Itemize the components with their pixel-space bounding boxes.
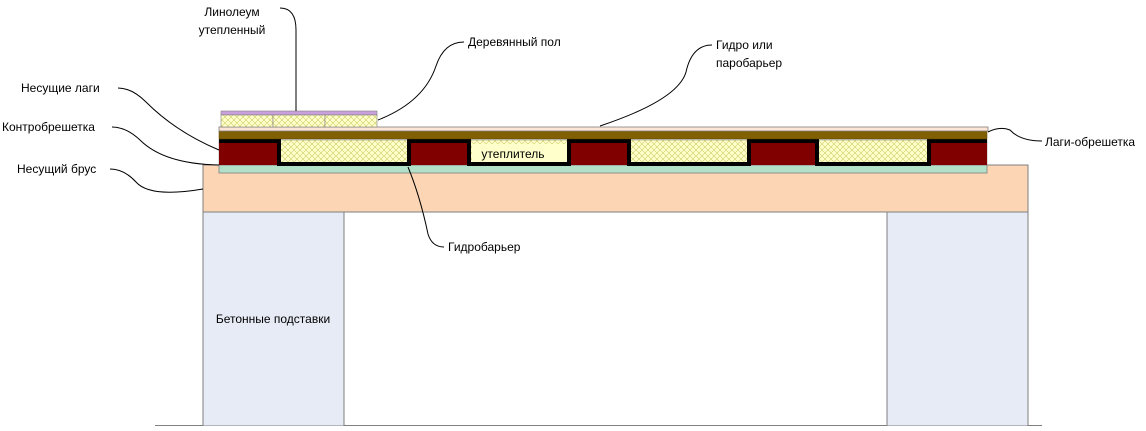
- bearing-joists-label: Несущие лаги: [21, 81, 100, 95]
- hydrobarrier-line: [219, 139, 987, 166]
- leader-wooden-floor: [377, 41, 465, 121]
- insulation-label: утеплитель: [481, 147, 544, 161]
- concrete-supports-label: Бетонные подставки: [216, 312, 330, 326]
- leader-bearing-joists: [117, 87, 220, 151]
- wooden-floor-label: Деревянный пол: [468, 35, 561, 49]
- brown-layer: [218, 130, 988, 140]
- linoleum-top: [220, 110, 378, 116]
- leader-counter-lathing: [111, 126, 220, 166]
- leader-bearing-beam: [109, 168, 204, 193]
- linoleum-tile: [324, 114, 378, 128]
- linoleum-tile: [220, 114, 274, 128]
- hydrobarrier-label: Гидробарьер: [448, 240, 521, 254]
- linoleum-label-line1: Линолеум: [204, 5, 259, 19]
- concrete-support-right: [886, 210, 1029, 427]
- green-strip: [218, 164, 988, 174]
- joist: [219, 143, 279, 165]
- linoleum-label-line2: утепленный: [199, 23, 266, 37]
- joist: [409, 143, 469, 165]
- vapor-barrier-layer: [218, 126, 989, 132]
- joist: [749, 143, 817, 165]
- leader-hydro: [599, 44, 713, 127]
- insulation-label-box: [472, 144, 568, 162]
- joists-lathing-label: Лаги-обрешетка: [1045, 135, 1135, 149]
- hydro-label-line2: паробарьер: [716, 56, 782, 70]
- linoleum-tile: [272, 114, 326, 128]
- leader-hydrobarrier: [407, 166, 445, 248]
- bearing-beam-label: Несущий брус: [17, 162, 96, 176]
- leader-joists-lathing: [987, 127, 1043, 142]
- leader-linoleum: [279, 7, 297, 111]
- joist: [929, 143, 987, 165]
- joist: [569, 143, 629, 165]
- hydro-label-line1: Гидро или: [716, 38, 773, 52]
- counter-lathing-label: Контробрешетка: [2, 120, 95, 134]
